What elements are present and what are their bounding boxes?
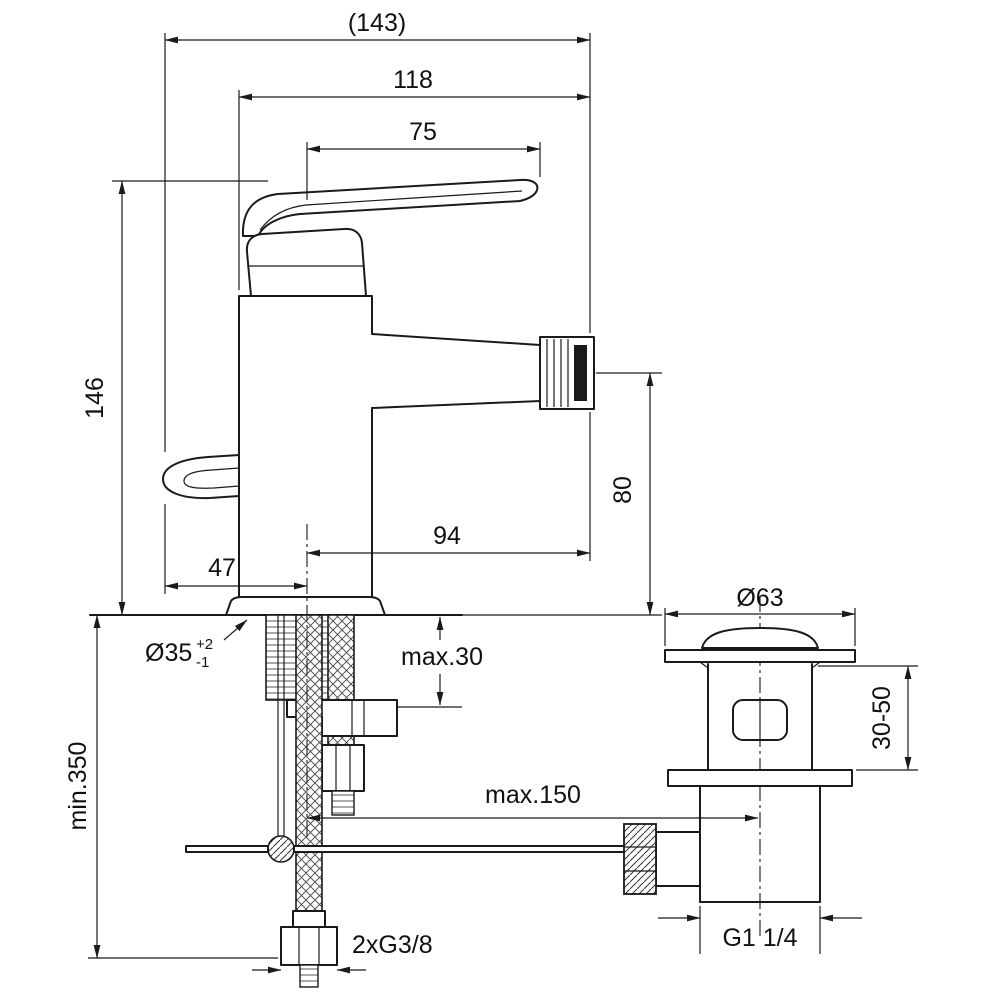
dim-mounting-hole: Ø35 +2 -1: [145, 619, 248, 671]
dim-handle-projection: 75: [306, 118, 541, 200]
dim-deck-thickness: max.30: [398, 616, 483, 708]
dimensions: (143) 118 75 146 80: [64, 9, 918, 974]
pop-up-waste-assembly: [623, 596, 856, 938]
aerator-insert: [574, 345, 587, 401]
dim-label-body-height: 146: [81, 377, 109, 419]
dim-label-waste-adjustment: 30-50: [868, 686, 896, 750]
waste-lower-flange: [667, 769, 853, 787]
dim-label-rear-projection: 47: [208, 554, 236, 582]
dim-label-overall-depth: (143): [348, 9, 406, 37]
dim-label-spout-projection: 94: [433, 522, 461, 550]
waste-rod-coupling: [623, 823, 701, 895]
dim-label-spout-height: 80: [609, 476, 637, 504]
cartridge-dome: [245, 227, 367, 297]
waste-plug-cap: [701, 627, 819, 649]
dim-label-mounting-hole: Ø35: [145, 639, 192, 667]
dim-label-deck-thickness: max.30: [401, 643, 483, 671]
dim-label-waste-flange: Ø63: [736, 584, 783, 612]
handle-lever: [241, 178, 539, 237]
dim-waste-flange: Ø63: [664, 584, 856, 646]
dim-waste-thread: G1 1/4: [658, 906, 862, 954]
base-plinth: [225, 596, 386, 616]
hose-long-nut: [280, 910, 338, 988]
dim-label-hole-tol-upper: +2: [196, 636, 213, 653]
pop-up-rod-horizontal-left: [185, 845, 269, 853]
flexible-hose-long: [295, 614, 323, 912]
dim-waste-adjustment: 30-50: [818, 665, 918, 771]
handle-seam-line: [259, 190, 523, 231]
spout-aerator: [539, 336, 595, 410]
dim-body-to-spout: 118: [238, 66, 591, 290]
faucet-side-view: [162, 178, 595, 616]
hose-short-fitting: [321, 744, 365, 816]
dim-overall-depth: (143): [164, 9, 591, 452]
dim-label-rod-reach: max.150: [485, 781, 581, 809]
dim-rod-reach: max.150: [306, 781, 759, 822]
dim-label-waste-thread: G1 1/4: [722, 924, 797, 952]
dim-label-handle-projection: 75: [409, 118, 437, 146]
pop-up-rod-horizontal: [293, 845, 633, 853]
dim-label-hose-length: min.350: [64, 742, 92, 831]
dim-body-height: 146: [81, 180, 268, 616]
dim-label-hose-connection: 2xG3/8: [352, 931, 433, 959]
dim-hose-connection: 2xG3/8: [252, 931, 433, 974]
dim-label-hole-tol-lower: -1: [196, 654, 209, 671]
waste-flange-taper: [699, 661, 821, 669]
pop-up-rod: [185, 615, 633, 863]
waste-flange: [664, 649, 856, 663]
mixer-body: [238, 295, 541, 598]
under-deck-assembly: [185, 614, 633, 988]
dim-spout-projection: 94: [306, 412, 591, 838]
spout-cone: [371, 333, 541, 409]
dim-label-body-to-spout: 118: [393, 66, 433, 94]
waste-upper-body: [707, 663, 813, 771]
dim-spout-height: 80: [462, 372, 662, 616]
dim-hose-length: min.350: [64, 614, 278, 959]
rear-hook: [162, 454, 240, 500]
dim-rear-projection: 47: [164, 504, 308, 594]
hose-end-stub: [299, 964, 319, 988]
rod-ball-joint: [267, 835, 295, 863]
